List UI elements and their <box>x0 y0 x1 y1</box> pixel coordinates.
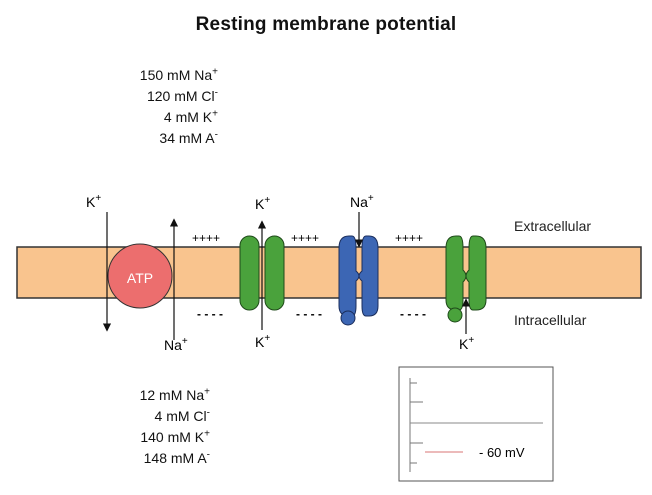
voltmeter-panel: - 60 mV <box>398 366 554 482</box>
conc-line: 148 mM A- <box>143 449 210 466</box>
voltmeter-frame <box>398 366 554 482</box>
channel-ion-label: K+ <box>255 333 270 350</box>
conc-line: 140 mM K+ <box>140 428 210 445</box>
channel-subunit <box>358 235 379 317</box>
channel-subunit <box>264 235 285 311</box>
pump-ion-label: Na+ <box>164 336 188 353</box>
channel-gate <box>447 307 463 323</box>
conc-line: 120 mM Cl- <box>146 87 218 104</box>
negative-charges: - - - - <box>296 307 322 321</box>
conc-line: 12 mM Na+ <box>139 386 210 403</box>
positive-charges: ++++ <box>395 231 423 245</box>
channel-subunit <box>239 235 260 311</box>
intracellular-concentrations: 12 mM Na+ 4 mM Cl- 140 mM K+ 148 mM A- <box>98 385 210 469</box>
conc-line: 4 mM Cl- <box>154 407 210 424</box>
sodium-potassium-pump: ATP K+ Na+ <box>86 193 188 353</box>
conc-line: 4 mM K+ <box>163 108 218 125</box>
channel-ion-label: K+ <box>255 195 270 212</box>
channel-ion-label: K+ <box>459 335 474 352</box>
extracellular-label: Extracellular <box>514 218 591 234</box>
channel-subunit <box>445 235 467 311</box>
diagram-title: Resting membrane potential <box>195 14 457 35</box>
voltmeter-reading: - 60 mV <box>479 445 525 460</box>
potassium-voltage-channel: K+ <box>445 235 487 352</box>
sodium-channel: Na+ <box>338 193 379 326</box>
negative-charges: - - - - <box>197 307 223 321</box>
channel-subunit <box>338 235 360 317</box>
conc-line: 34 mM A- <box>159 129 218 146</box>
extracellular-concentrations: 150 mM Na+ 120 mM Cl- 4 mM K+ 34 mM A- <box>98 65 218 149</box>
inactivation-gate <box>340 310 356 326</box>
pump-ion-label: K+ <box>86 193 101 210</box>
intracellular-label: Intracellular <box>514 312 587 328</box>
potassium-leak-channel: K+ K+ <box>239 195 285 350</box>
atp-pump-icon <box>107 243 173 309</box>
positive-charges: ++++ <box>291 231 319 245</box>
channel-ion-label: Na+ <box>350 193 374 210</box>
pump-label: ATP <box>127 270 153 286</box>
conc-line: 150 mM Na+ <box>139 66 218 83</box>
positive-charges: ++++ <box>192 231 220 245</box>
channel-subunit <box>465 235 487 311</box>
negative-charges: - - - - <box>400 307 426 321</box>
